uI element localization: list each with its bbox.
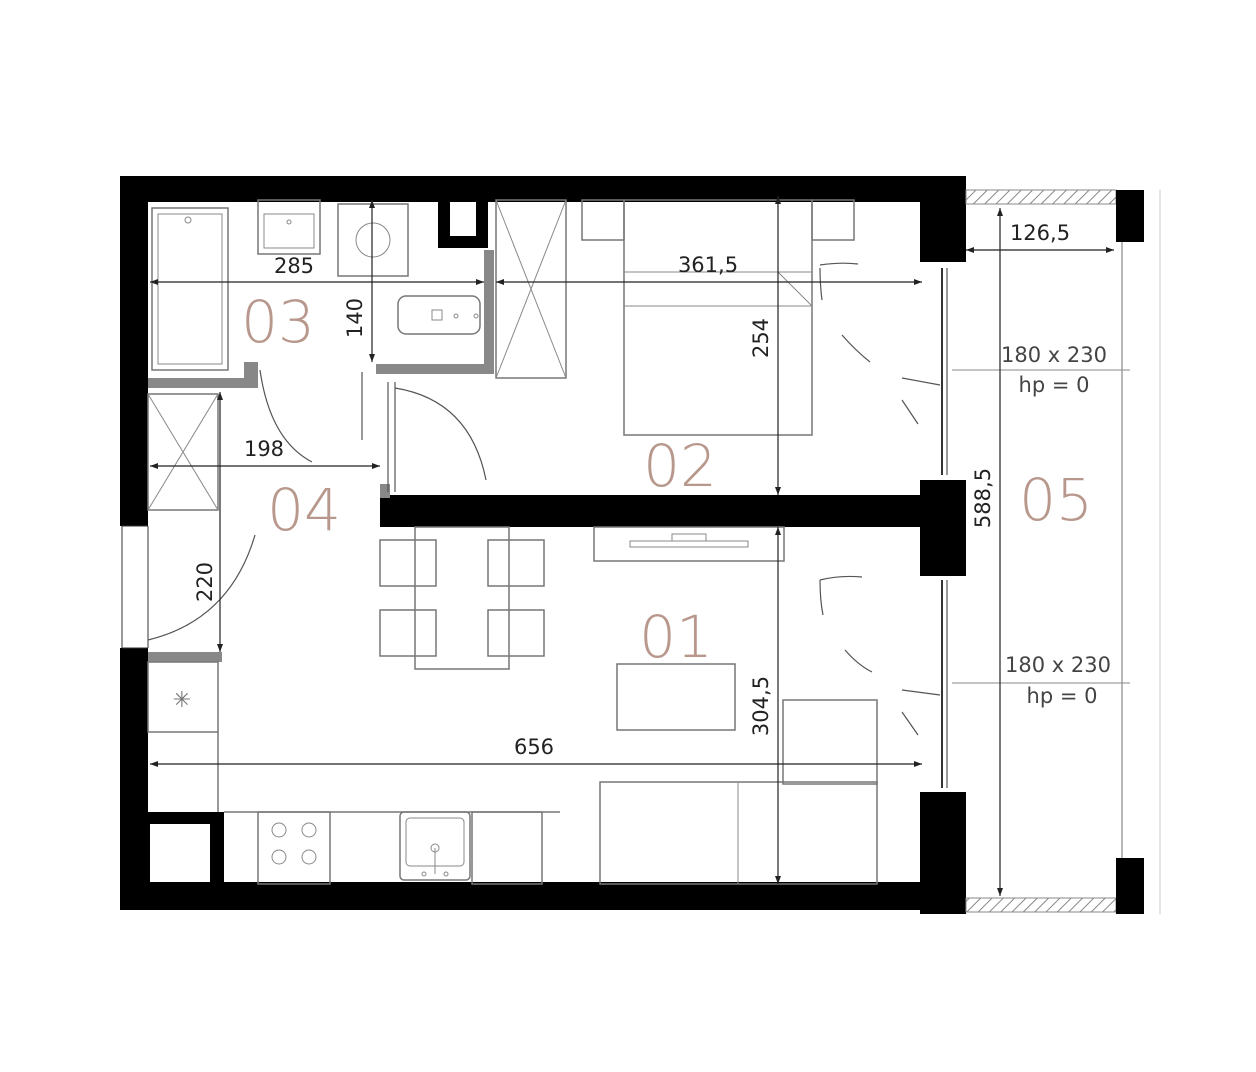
dimension-labels: 285 361,5 126,5 198 656 140 254 220 304,… [193, 221, 1070, 759]
tv-unit [593, 526, 785, 562]
window-2-size: 180 x 230 [1005, 653, 1111, 677]
dim-304-5: 304,5 [749, 676, 773, 736]
window-1-size: 180 x 230 [1001, 343, 1107, 367]
room-01-label: 01 [639, 603, 713, 671]
door-swings [147, 262, 941, 736]
room-labels: 01 02 03 04 05 [241, 288, 1093, 671]
balcony [952, 189, 1161, 914]
washbasin [257, 199, 321, 255]
dim-656: 656 [514, 735, 554, 759]
dim-361-5: 361,5 [678, 253, 738, 277]
wardrobe-hall [147, 393, 219, 511]
sofa-chaise [782, 699, 878, 785]
washing-machine [337, 203, 409, 277]
room-05-label: 05 [1019, 466, 1093, 534]
interior-partitions [148, 250, 494, 662]
window-frames [121, 268, 948, 788]
dining-table [414, 526, 510, 670]
fridge [147, 661, 219, 733]
window-2-hp: hp = 0 [1027, 684, 1098, 708]
bathtub [151, 207, 229, 371]
dim-198: 198 [244, 437, 284, 461]
wardrobes [147, 199, 567, 511]
dishwasher [471, 811, 543, 885]
room-04-label: 04 [267, 476, 341, 544]
window-labels: 180 x 230 hp = 0 180 x 230 hp = 0 [1001, 343, 1111, 708]
living-furniture [379, 526, 878, 885]
dim-140: 140 [343, 298, 367, 338]
exterior-walls [120, 176, 966, 914]
svg-text:✳: ✳ [173, 688, 191, 713]
coffee-table [616, 663, 736, 731]
bathroom-fixtures [151, 199, 481, 371]
room-02-label: 02 [643, 432, 717, 500]
toilet [397, 295, 481, 335]
dim-588-5: 588,5 [971, 468, 995, 528]
cooktop [257, 811, 331, 885]
window-1-hp: hp = 0 [1019, 373, 1090, 397]
dim-126-5: 126,5 [1010, 221, 1070, 245]
kitchen: ✳ [147, 661, 560, 885]
dimension-lines [150, 196, 1114, 896]
wardrobe-bedroom [495, 199, 567, 379]
dim-220: 220 [193, 562, 217, 602]
room-03-label: 03 [241, 288, 315, 356]
dim-254: 254 [749, 318, 773, 358]
bed [581, 199, 855, 436]
dim-285: 285 [274, 254, 314, 278]
